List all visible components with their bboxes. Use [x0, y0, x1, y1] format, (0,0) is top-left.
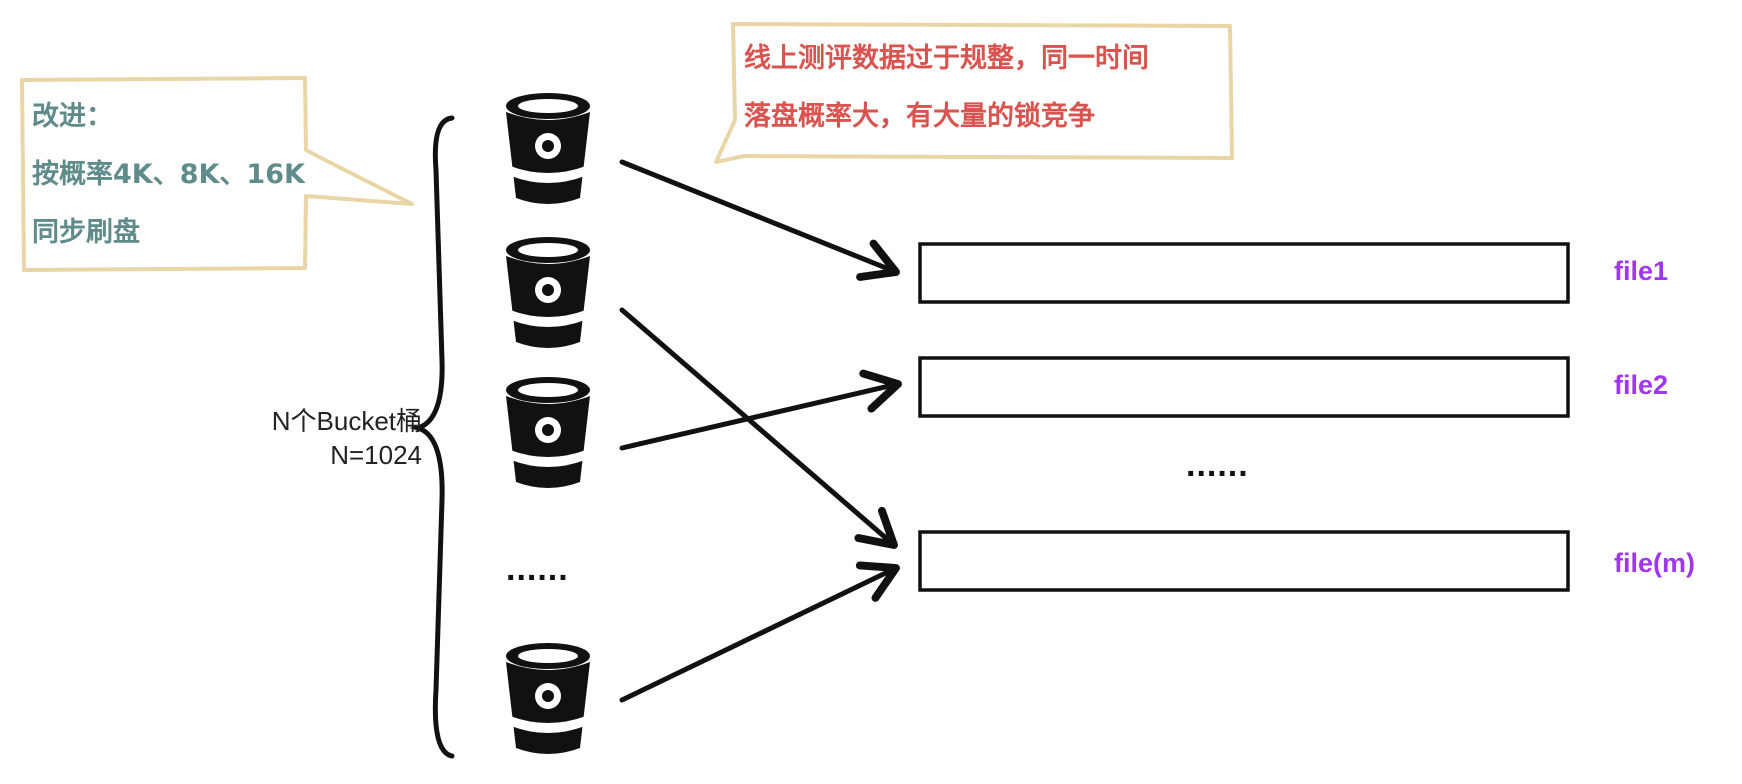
- improvement-callout-box: [20, 76, 414, 272]
- file-label-2: file2: [1614, 370, 1669, 400]
- improvement-note-line: 改进：: [32, 101, 113, 132]
- file-ellipsis: ......: [1186, 446, 1249, 484]
- arrow-bucket3-file2: [619, 369, 902, 451]
- bucket-icon: [506, 377, 590, 488]
- bucket-icon: [506, 93, 590, 204]
- arrow-bucket1-file1: [619, 159, 900, 281]
- bucket-count-value: N=1024: [330, 440, 422, 470]
- file-label-1: file1: [1614, 256, 1669, 286]
- file-box-m: [918, 530, 1570, 592]
- bucket-count-label: N个Bucket桶 N=1024: [272, 404, 422, 472]
- bucket-count-line: N个Bucket桶: [271, 406, 422, 436]
- bucket-ellipsis: ......: [506, 550, 569, 588]
- arrow-bucketn-filem: [619, 561, 900, 703]
- bucket-icon: [506, 643, 590, 754]
- issue-note-line: 落盘概率大，有大量的锁竞争: [744, 101, 1095, 132]
- arrow-bucket2-filem: [619, 307, 898, 549]
- improvement-note-line: 按概率4K、8K、16K: [32, 159, 305, 190]
- issue-callout-box: [714, 22, 1234, 164]
- file-box-2: [918, 356, 1570, 418]
- improvement-note: 改进： 按概率4K、8K、16K 同步刷盘: [32, 88, 305, 262]
- improvement-note-line: 同步刷盘: [32, 217, 140, 248]
- issue-note-line: 线上测评数据过于规整，同一时间: [744, 43, 1149, 74]
- issue-note: 线上测评数据过于规整，同一时间 落盘概率大，有大量的锁竞争: [744, 30, 1234, 146]
- bucket-icon: [506, 237, 590, 348]
- bucket-group-brace: [409, 115, 455, 759]
- file-box-1: [918, 242, 1570, 304]
- file-label-m: file(m): [1614, 548, 1695, 578]
